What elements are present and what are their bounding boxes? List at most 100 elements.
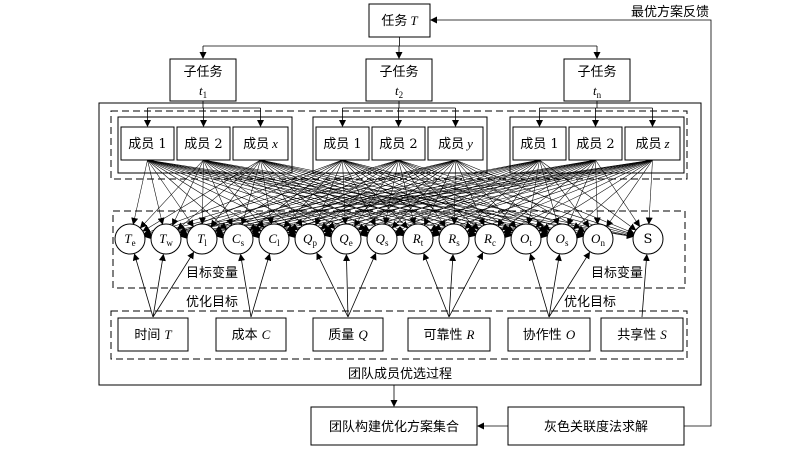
grey-relational-solve-node: 灰色关联度法求解 bbox=[507, 406, 685, 446]
target-var-node: Os bbox=[546, 223, 578, 255]
member-variable-edge bbox=[147, 159, 369, 236]
member-variable-edge bbox=[131, 159, 148, 225]
subtask-label: 子任务 bbox=[183, 64, 222, 80]
member-label: 成员 1 bbox=[128, 137, 166, 152]
member-variable-edge bbox=[431, 159, 596, 234]
subtask-var: t bbox=[395, 83, 399, 98]
member-variable-edge bbox=[323, 159, 596, 237]
goal-cost: 成本 C bbox=[215, 317, 287, 352]
goal-to-variable-arrow bbox=[548, 251, 591, 318]
subtask-node-1: 子任务 t1 bbox=[169, 58, 237, 102]
member-node: 成员 2 bbox=[568, 126, 623, 161]
member-node: 成员 1 bbox=[315, 126, 370, 161]
member-variable-edge bbox=[455, 159, 517, 229]
goal-to-variable-arrow bbox=[448, 253, 457, 318]
member-label: 成员 1 bbox=[520, 137, 558, 152]
svg-text:Rt: Rt bbox=[412, 231, 424, 248]
member-variable-edge bbox=[139, 159, 204, 229]
svg-text:tn: tn bbox=[593, 83, 602, 100]
goal-label: 质量 bbox=[328, 328, 354, 343]
goal-var: T bbox=[164, 327, 172, 342]
var-sub: e bbox=[132, 238, 136, 248]
member-variable-edge bbox=[143, 159, 343, 235]
goal-to-variable-arrow bbox=[448, 252, 484, 318]
var-main: O bbox=[591, 231, 601, 246]
var-main: R bbox=[447, 231, 456, 246]
member-variable-edge bbox=[320, 159, 399, 230]
var-main: C bbox=[232, 231, 241, 246]
goal-label: 成本 bbox=[232, 328, 258, 343]
build-solution-set-label: 团队构建优化方案集合 bbox=[329, 419, 459, 435]
var-main: T bbox=[124, 231, 132, 246]
member-variable-edge bbox=[283, 159, 343, 229]
var-sub: l bbox=[277, 238, 280, 248]
member-variable-edge bbox=[215, 159, 456, 236]
target-var-node: Cs bbox=[222, 223, 254, 255]
member-variable-edge bbox=[210, 159, 261, 228]
svg-text:质量Q: 质量Q bbox=[328, 327, 368, 343]
flow-connectors bbox=[132, 16, 712, 430]
goal-var: O bbox=[566, 327, 576, 342]
target-variables-dashed-region bbox=[112, 210, 686, 289]
members-dashed-region bbox=[110, 110, 688, 180]
target-var-node: Ot bbox=[510, 223, 542, 255]
member-label: 成员 1 bbox=[323, 137, 361, 152]
member-variable-edge bbox=[398, 159, 585, 235]
member-variable-edge bbox=[260, 159, 274, 225]
member-variable-edge bbox=[430, 159, 540, 232]
target-var-node: Te bbox=[114, 223, 146, 255]
goal-to-variable-arrow bbox=[132, 253, 154, 318]
member-variable-edge bbox=[252, 159, 540, 237]
target-var-node: S bbox=[632, 223, 664, 255]
var-sub: s bbox=[385, 238, 389, 248]
feedback-label: 最优方案反馈 bbox=[631, 4, 709, 20]
var-sub: t bbox=[529, 238, 532, 248]
member-variable-edge bbox=[215, 159, 399, 235]
member-variable-edge bbox=[287, 159, 456, 234]
svg-text:Os: Os bbox=[556, 231, 569, 248]
member-variable-edge bbox=[539, 159, 637, 231]
member-variable-edge bbox=[179, 159, 399, 236]
subtask-sub: 2 bbox=[399, 90, 404, 100]
member-var: y bbox=[465, 136, 473, 151]
member-variable-edge bbox=[382, 159, 399, 225]
goal-to-variable-arrow bbox=[548, 253, 562, 318]
var-main: S bbox=[644, 232, 653, 247]
member-variable-edge bbox=[645, 159, 653, 225]
goal-var: C bbox=[262, 327, 271, 342]
member-variable-edge bbox=[260, 159, 406, 233]
build-solution-set-node: 团队构建优化方案集合 bbox=[310, 406, 478, 446]
target-var-node: Tl bbox=[186, 223, 218, 255]
member-var: x bbox=[271, 136, 278, 151]
member-variable-edge bbox=[398, 159, 549, 233]
var-main: Q bbox=[339, 231, 349, 246]
member-label: 成员 bbox=[243, 137, 269, 152]
goal-var: S bbox=[660, 327, 667, 342]
member-variable-edge bbox=[538, 159, 653, 232]
member-variable-edge bbox=[395, 159, 653, 237]
svg-text:Ot: Ot bbox=[520, 231, 532, 248]
subtask-var: t bbox=[593, 83, 597, 98]
task-label: 任务 bbox=[381, 13, 407, 29]
member-variable-edge bbox=[450, 159, 458, 225]
member-variable-edge bbox=[143, 159, 399, 237]
member-variable-edge bbox=[251, 159, 456, 235]
member-label: 成员 2 bbox=[184, 137, 222, 152]
member-variable-edge bbox=[323, 159, 540, 236]
selection-process-label: 团队成员优选过程 bbox=[348, 367, 452, 382]
member-variable-edge bbox=[359, 159, 596, 236]
target-var-node: Qs bbox=[366, 223, 398, 255]
member-variable-edge bbox=[322, 159, 456, 233]
svg-text:t2: t2 bbox=[395, 83, 403, 100]
goal-to-variable-arrow bbox=[316, 252, 349, 318]
svg-text:时间T: 时间T bbox=[134, 327, 172, 343]
goal-label: 可靠性 bbox=[424, 328, 463, 343]
member-variable-edge bbox=[606, 159, 653, 228]
goal-to-variable-arrow bbox=[528, 253, 550, 318]
svg-text:成员y: 成员y bbox=[438, 136, 473, 152]
